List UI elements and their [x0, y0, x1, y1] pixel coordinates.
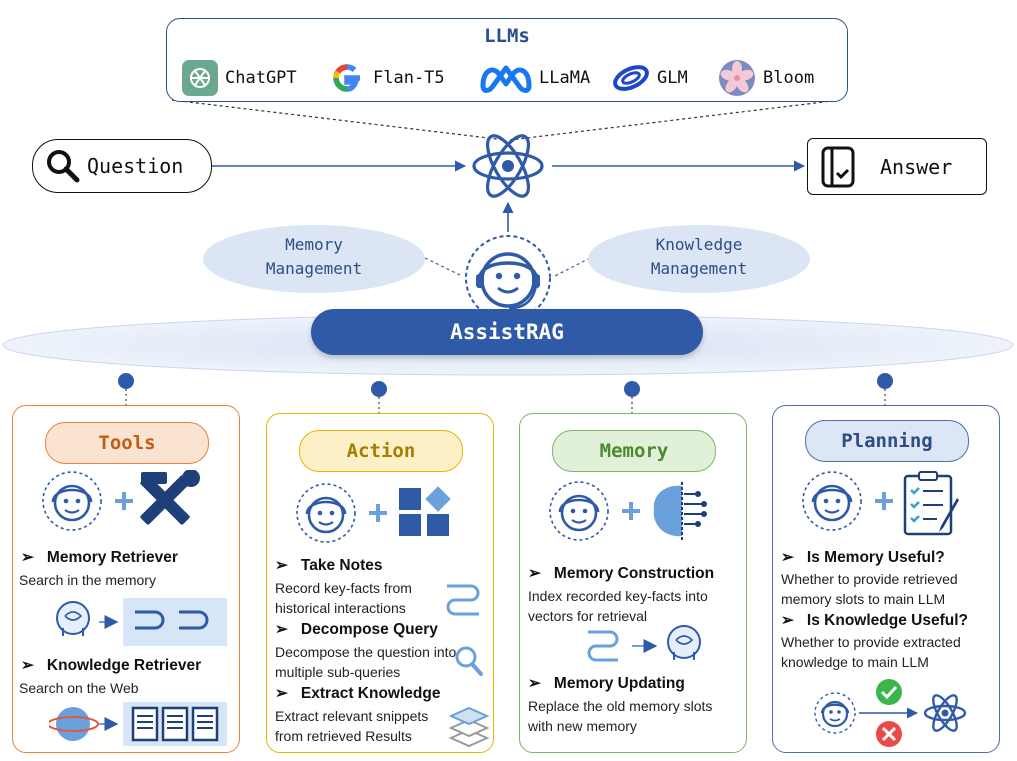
tools-item-1-title: ➢ Memory Retriever: [21, 549, 178, 566]
llm-name: Bloom: [763, 68, 815, 88]
memory-item-1-title: ➢ Memory Construction: [528, 565, 715, 582]
planning-item-2-desc: Whether to provide extracted knowledge t…: [781, 634, 961, 670]
action-item-2-title: ➢ Decompose Query: [275, 621, 438, 638]
question-box: Question: [32, 139, 212, 193]
action-item-1-title: ➢ Take Notes: [275, 557, 383, 574]
tools-item-2-title: ➢ Knowledge Retriever: [21, 657, 202, 674]
llm-llama: LLaMA: [479, 61, 590, 95]
assistant-avatar-icon: [465, 235, 551, 320]
tools-tag: Tools: [45, 422, 209, 464]
action-tag: Action: [299, 430, 463, 472]
memory-management-ellipse: Memory Management: [203, 225, 425, 293]
llms-panel: LLMs ChatGPT Flan-T5 LLaMA GLM: [166, 18, 848, 102]
document-check-icon: [821, 146, 855, 187]
action-item-1-desc: Record key-facts from historical interac…: [275, 580, 412, 616]
memory-item-1-desc: Index recorded key-facts into vectors fo…: [528, 588, 708, 624]
llm-flan-t5: Flan-T5: [327, 61, 445, 95]
action-item-3-title: ➢ Extract Knowledge: [275, 685, 441, 702]
knowledge-retriever-icon: [49, 702, 227, 746]
planning-tag: Planning: [805, 420, 969, 462]
memory-tag: Memory: [552, 430, 716, 472]
bloom-logo-icon: [719, 60, 755, 96]
assistant-plus-checklist-icon: [802, 471, 959, 536]
planning-item-1-desc: Whether to provide retrieved memory slot…: [781, 571, 958, 607]
assistrag-bar: AssistRAG: [311, 309, 703, 355]
llm-chatgpt: ChatGPT: [181, 60, 297, 96]
llm-name: Flan-T5: [373, 68, 445, 88]
knowledge-management-label: Knowledge Management: [650, 235, 748, 278]
tools-item-1-desc: Search in the memory: [19, 572, 156, 588]
llm-name: LLaMA: [539, 68, 591, 88]
planning-item-1-title: ➢ Is Memory Useful?: [781, 549, 945, 566]
memory-construction-icon: [587, 625, 701, 662]
memory-panel: Memory ➢ Memory Construction Index recor…: [519, 413, 747, 753]
llm-name: GLM: [657, 68, 688, 88]
tools-item-2-desc: Search on the Web: [19, 680, 139, 696]
planning-decision-icon: [814, 679, 967, 747]
memory-management-label: Memory Management: [265, 235, 363, 278]
tools-panel: Tools ➢ Memory Retriever Search in the m…: [12, 405, 240, 753]
planning-panel: Planning ➢ Is Memory Useful? Whether to …: [772, 405, 1000, 753]
memory-item-2-title: ➢ Memory Updating: [528, 675, 685, 692]
action-item-3-desc: Extract relevant snippets from retrieved…: [275, 708, 429, 744]
glm-logo-icon: [613, 65, 649, 91]
search-icon: [47, 150, 80, 183]
chatgpt-logo-icon: [182, 60, 218, 96]
assistant-plus-brain-icon: [549, 481, 707, 542]
llm-bloom: Bloom: [717, 60, 815, 96]
memory-item-2-desc: Replace the old memory slots with new me…: [528, 698, 713, 734]
knowledge-management-ellipse: Knowledge Management: [588, 225, 810, 293]
assistant-plus-tools-icon: [42, 470, 200, 531]
llms-title: LLMs: [484, 25, 530, 47]
main-llm-atom-icon: [472, 134, 544, 198]
llm-name: ChatGPT: [225, 68, 297, 88]
memory-retriever-icon: [56, 598, 227, 646]
question-label: Question: [87, 154, 184, 178]
layers-icon: [448, 706, 490, 748]
answer-label: Answer: [880, 154, 953, 179]
assistant-plus-action-icon: [296, 483, 451, 543]
route-icon: [446, 584, 480, 616]
meta-logo-icon: [480, 65, 532, 93]
answer-box: Answer: [807, 138, 987, 195]
magnifier-icon: [455, 646, 483, 676]
llm-glm: GLM: [611, 61, 688, 95]
action-item-2-desc: Decompose the question into multiple sub…: [275, 644, 457, 680]
action-panel: Action ➢ Take Notes Record key-facts fro…: [266, 413, 494, 753]
google-logo-icon: [333, 64, 360, 92]
planning-item-2-title: ➢ Is Knowledge Useful?: [781, 612, 968, 629]
